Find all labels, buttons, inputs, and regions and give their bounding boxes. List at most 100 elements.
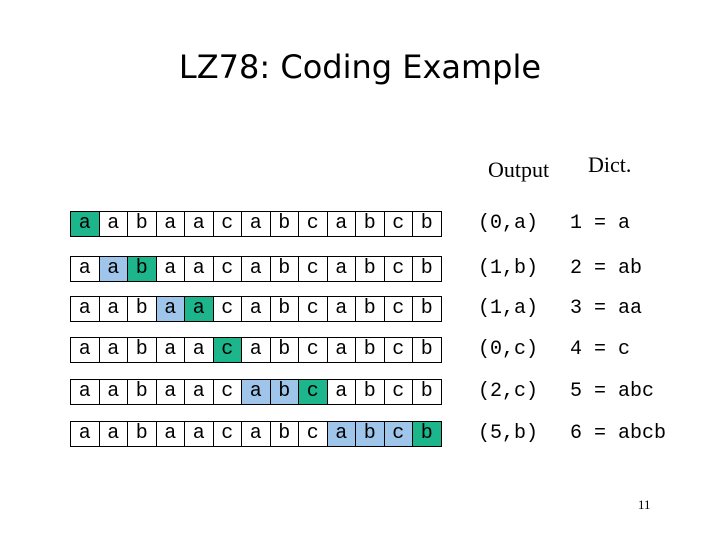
char-cell: a xyxy=(241,421,271,447)
char-cell: a xyxy=(98,211,128,237)
char-cell: b xyxy=(269,337,299,363)
char-cell: b xyxy=(269,211,299,237)
char-cell: a xyxy=(326,379,356,405)
char-cell: c xyxy=(298,211,328,237)
char-cell: c xyxy=(383,211,413,237)
char-cell: a xyxy=(326,211,356,237)
char-cell: a xyxy=(155,421,185,447)
char-cell: b xyxy=(127,211,157,237)
char-cell: a xyxy=(70,379,100,405)
char-cell: a xyxy=(326,256,356,282)
char-cell: a xyxy=(70,211,100,237)
char-cell: b xyxy=(269,296,299,322)
char-cell: b xyxy=(355,421,385,447)
char-cell: c xyxy=(298,337,328,363)
char-cell: a xyxy=(326,421,356,447)
char-cell: c xyxy=(212,256,242,282)
char-cell: c xyxy=(212,296,242,322)
char-cell: a xyxy=(155,337,185,363)
char-cell: c xyxy=(298,256,328,282)
output-token: (1,a) xyxy=(478,297,539,320)
char-cell: b xyxy=(412,296,442,322)
page-number: 11 xyxy=(638,497,651,512)
char-cell: c xyxy=(212,379,242,405)
dict-entry: 2 = ab xyxy=(570,257,643,280)
char-cell: b xyxy=(355,379,385,405)
output-header: Output xyxy=(488,157,550,182)
output-token: (5,b) xyxy=(478,422,539,445)
char-cell: b xyxy=(412,379,442,405)
char-cell: c xyxy=(383,296,413,322)
char-cell: a xyxy=(98,337,128,363)
char-cell: c xyxy=(383,337,413,363)
char-cell: a xyxy=(241,337,271,363)
char-cell: a xyxy=(155,379,185,405)
slide-title: LZ78: Coding Example xyxy=(178,48,542,86)
char-cell: a xyxy=(70,337,100,363)
char-cell: a xyxy=(155,211,185,237)
char-cell: a xyxy=(184,256,214,282)
char-cell: a xyxy=(241,379,271,405)
char-cell: a xyxy=(241,296,271,322)
char-cell: c xyxy=(298,421,328,447)
output-token: (0,c) xyxy=(478,338,539,361)
char-cell: c xyxy=(212,421,242,447)
char-cell: a xyxy=(326,296,356,322)
char-cell: c xyxy=(212,211,242,237)
char-cell: a xyxy=(70,421,100,447)
char-cell: b xyxy=(269,256,299,282)
char-cell: c xyxy=(212,337,242,363)
char-cell: a xyxy=(241,211,271,237)
char-cell: c xyxy=(383,421,413,447)
char-cell: b xyxy=(355,296,385,322)
output-token: (0,a) xyxy=(478,212,539,235)
char-cell: a xyxy=(98,421,128,447)
char-cell: b xyxy=(355,337,385,363)
char-cell: b xyxy=(127,379,157,405)
char-cell: c xyxy=(383,379,413,405)
char-cell: a xyxy=(70,296,100,322)
char-cell: a xyxy=(184,421,214,447)
dict-entry: 4 = c xyxy=(570,338,631,361)
char-cell: a xyxy=(98,379,128,405)
dict-entry: 5 = abc xyxy=(570,380,655,403)
char-cell: a xyxy=(184,211,214,237)
char-cell: a xyxy=(241,256,271,282)
char-cell: c xyxy=(383,256,413,282)
char-cell: a xyxy=(70,256,100,282)
dict-entry: 3 = aa xyxy=(570,297,643,320)
char-cell: b xyxy=(412,337,442,363)
char-cell: b xyxy=(127,296,157,322)
output-token: (1,b) xyxy=(478,257,539,280)
char-cell: a xyxy=(98,296,128,322)
char-cell: b xyxy=(269,421,299,447)
char-cell: b xyxy=(127,256,157,282)
char-cell: b xyxy=(412,211,442,237)
char-cell: b xyxy=(355,256,385,282)
char-cell: b xyxy=(355,211,385,237)
char-cell: b xyxy=(412,421,442,447)
char-cell: a xyxy=(184,379,214,405)
char-cell: a xyxy=(184,296,214,322)
char-cell: a xyxy=(326,337,356,363)
char-cell: b xyxy=(127,337,157,363)
char-cell: a xyxy=(98,256,128,282)
char-cell: c xyxy=(298,379,328,405)
char-cell: b xyxy=(412,256,442,282)
char-cell: a xyxy=(155,296,185,322)
char-cell: a xyxy=(155,256,185,282)
char-cell: b xyxy=(127,421,157,447)
dict-entry: 6 = abcb xyxy=(570,422,667,445)
char-cell: c xyxy=(298,296,328,322)
char-cell: b xyxy=(269,379,299,405)
dict-entry: 1 = a xyxy=(570,212,631,235)
dict-header: Dict. xyxy=(588,152,632,177)
char-cell: a xyxy=(184,337,214,363)
output-token: (2,c) xyxy=(478,380,539,403)
